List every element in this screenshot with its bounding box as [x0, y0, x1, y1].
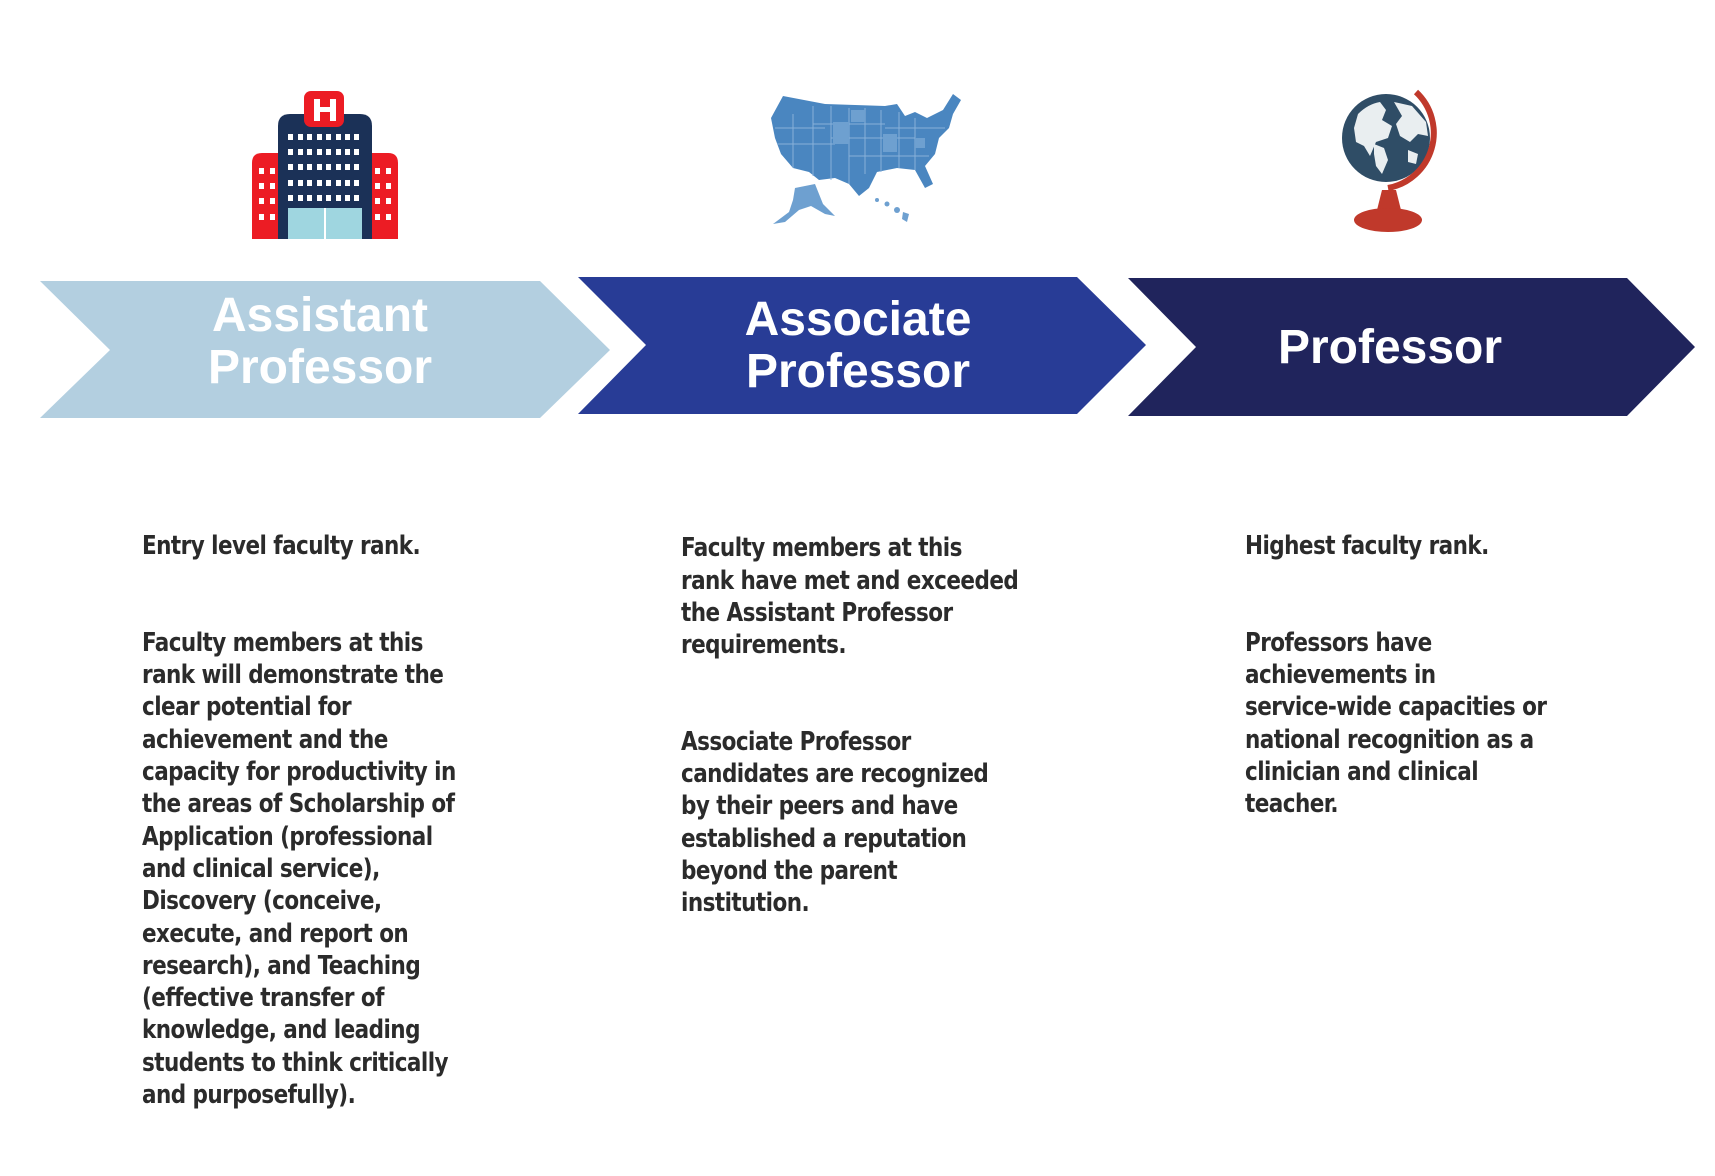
description-paragraph: Professors have achievements in service-… — [1245, 627, 1547, 820]
us-map-icon — [765, 88, 975, 238]
stage-title-line1: Assistant — [211, 289, 429, 342]
description-paragraph: Associate Professor candidates are recog… — [681, 726, 989, 919]
stage-description-professor: Highest faculty rank. Professors have ac… — [1245, 498, 1650, 885]
stage-title-associate: Associate Professor — [668, 294, 1048, 398]
description-paragraph: Faculty members at this rank will demons… — [142, 627, 456, 1111]
stage-title-line1: Associate — [744, 293, 972, 346]
stage-title-line2: Professor — [207, 341, 433, 394]
globe-icon — [1338, 84, 1448, 244]
stage-description-assistant: Entry level faculty rank. Faculty member… — [142, 498, 528, 1176]
description-paragraph: Highest faculty rank. — [1245, 531, 1489, 562]
stage-title-line1: Professor — [1277, 321, 1503, 374]
stage-title-professor: Professor — [1200, 322, 1580, 374]
chevron-assistant — [40, 281, 610, 418]
chevron-flow — [40, 277, 1695, 418]
chevron-associate — [578, 277, 1146, 414]
description-paragraph: Faculty members at this rank have met an… — [681, 533, 1019, 661]
description-paragraph: Entry level faculty rank. — [142, 531, 421, 562]
stage-description-associate: Faculty members at this rank have met an… — [681, 500, 1086, 984]
stage-title-assistant: Assistant Professor — [130, 290, 510, 394]
stage-title-line2: Professor — [745, 345, 971, 398]
chevron-professor — [1128, 278, 1695, 416]
hospital-building-icon — [250, 88, 400, 240]
